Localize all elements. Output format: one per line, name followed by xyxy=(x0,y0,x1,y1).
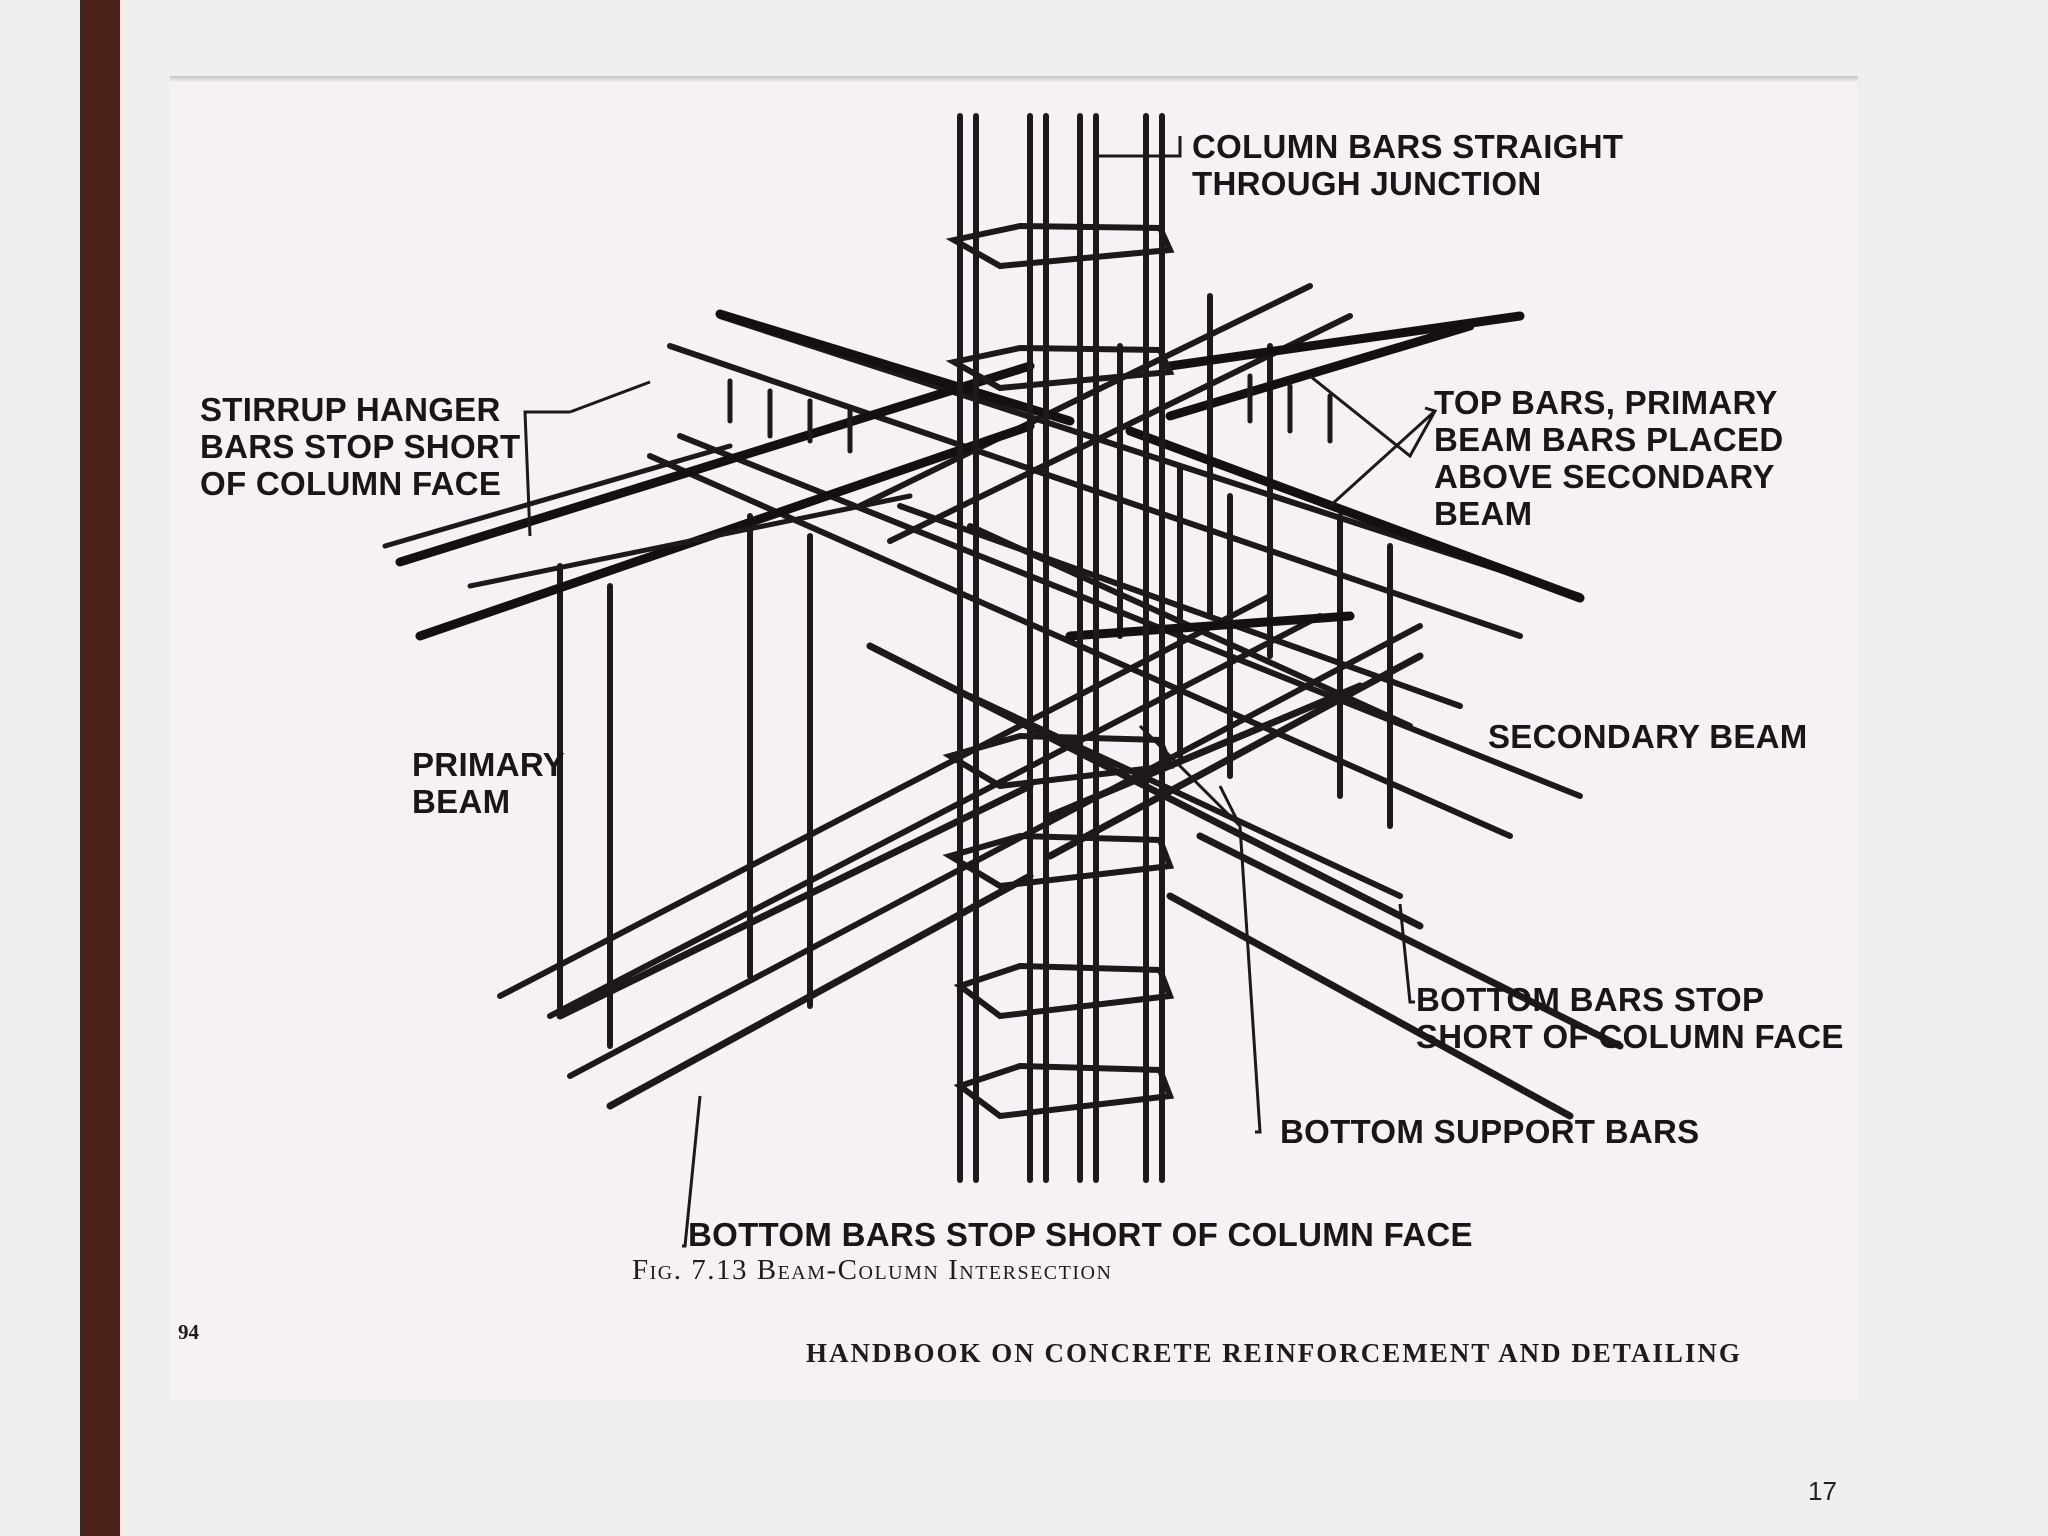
bottom-bars-bottom-label: BOTTOM BARS STOP SHORT OF COLUMN FACE xyxy=(688,1216,1473,1253)
beam-column-drawing xyxy=(382,113,1624,1248)
column-bars xyxy=(957,113,1165,1183)
book-page-number: 94 xyxy=(178,1320,199,1344)
primary-beam-label: PRIMARY BEAM xyxy=(412,746,566,820)
scan-edge xyxy=(170,76,1858,82)
column-bars-label: COLUMN BARS STRAIGHT THROUGH JUNCTION xyxy=(1192,128,1624,202)
secondary-beam-label: SECONDARY BEAM xyxy=(1488,718,1808,755)
leader-lines xyxy=(523,136,1438,1248)
top-bars-label: TOP BARS, PRIMARY BEAM BARS PLACED ABOVE… xyxy=(1434,384,1784,532)
book-footer: HANDBOOK ON CONCRETE REINFORCEMENT AND D… xyxy=(806,1338,1742,1368)
bottom-support-label: BOTTOM SUPPORT BARS xyxy=(1280,1113,1700,1150)
slide-accent-bar xyxy=(80,0,120,1536)
hanger-bars xyxy=(382,363,1333,589)
stirrup-hanger-label: STIRRUP HANGER BARS STOP SHORT OF COLUMN… xyxy=(200,391,521,502)
figure-caption: Fig. 7.13 Beam-Column Intersection xyxy=(632,1254,1113,1286)
scanned-figure: COLUMN BARS STRAIGHT THROUGH JUNCTION ST… xyxy=(170,76,1858,1400)
top-bars xyxy=(395,309,1585,641)
slide-number: 17 xyxy=(1808,1476,1837,1506)
bottom-bars-right-label: BOTTOM BARS STOP SHORT OF COLUMN FACE xyxy=(1416,981,1844,1055)
